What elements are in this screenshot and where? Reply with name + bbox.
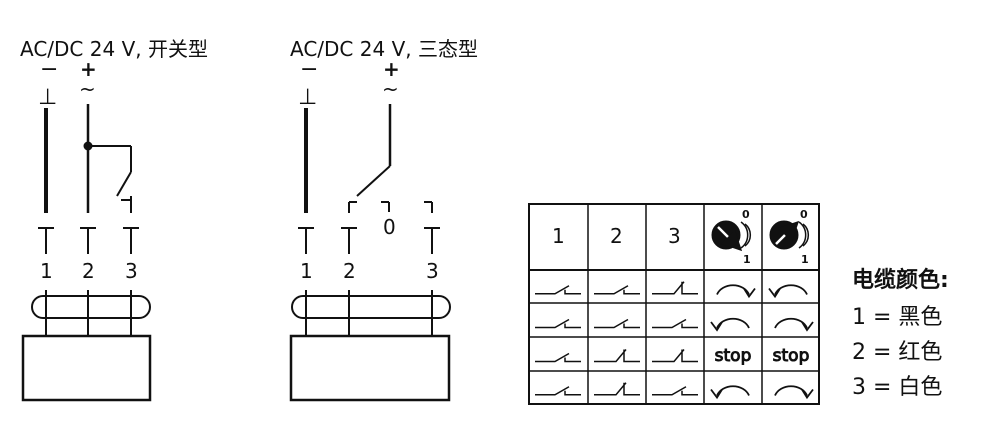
left-circuit: AC/DC 24 V, 开关型 − + ⊥ ~ 1 2 3 xyxy=(20,37,208,402)
contact-symbol xyxy=(535,386,581,396)
contact-symbol xyxy=(594,382,640,396)
svg-text:stop: stop xyxy=(773,346,810,366)
right-circuit-title: AC/DC 24 V, 三态型 xyxy=(290,37,478,61)
left-actuator-box xyxy=(21,334,152,402)
left-circuit-title: AC/DC 24 V, 开关型 xyxy=(20,37,208,61)
right-switch xyxy=(356,165,391,197)
contact-symbol xyxy=(652,348,698,363)
contact-symbol xyxy=(535,352,581,363)
svg-text:stop: stop xyxy=(715,346,752,366)
right-plus-label: + xyxy=(383,57,400,81)
contact-symbol xyxy=(594,318,640,329)
left-terminal-1: 1 xyxy=(40,259,53,283)
rotation-arrow-icon xyxy=(710,385,750,400)
legend-title: 电缆颜色: xyxy=(852,268,949,293)
table-header-2: 2 xyxy=(610,224,623,248)
legend-item-1: 1 = 黑色 xyxy=(852,305,943,330)
dial-cw-bottom-label: 1 xyxy=(801,253,809,266)
right-terminal-1: 1 xyxy=(300,259,313,283)
rotation-arrow-icon xyxy=(774,385,814,400)
right-middle-contact-label: 0 xyxy=(383,215,396,239)
right-ac-symbol: ~ xyxy=(382,77,399,101)
legend-item-3: 3 = 白色 xyxy=(852,375,943,400)
dial-cw-icon: 0 1 xyxy=(769,208,810,266)
dial-ccw-bottom-label: 1 xyxy=(743,253,751,266)
table-body: stop stop xyxy=(535,281,814,400)
right-minus-label: − xyxy=(300,57,318,82)
contact-symbol xyxy=(535,285,581,295)
table-header-1: 1 xyxy=(552,224,565,248)
left-switch xyxy=(116,171,132,197)
rotation-arrow-icon xyxy=(774,317,814,332)
left-cable-sleeve xyxy=(31,295,151,319)
dial-ccw-icon: 0 1 xyxy=(711,208,752,266)
table-header-3: 3 xyxy=(668,224,681,248)
rotation-arrow-icon xyxy=(768,284,808,299)
contact-symbol xyxy=(594,348,640,363)
stop-label: stop xyxy=(714,346,752,367)
contact-symbol xyxy=(652,318,698,329)
right-terminal-3: 3 xyxy=(426,259,439,283)
right-circuit: AC/DC 24 V, 三态型 − + ⊥ ~ 0 1 2 3 xyxy=(289,37,478,402)
rotation-arrow-icon xyxy=(710,317,750,332)
right-ground-symbol: ⊥ xyxy=(298,85,317,110)
cable-color-legend: 电缆颜色: 1 = 黑色 2 = 红色 3 = 白色 xyxy=(852,262,949,405)
right-actuator-box xyxy=(289,334,451,402)
left-terminal-3: 3 xyxy=(125,259,138,283)
left-ac-symbol: ~ xyxy=(79,77,96,101)
dial-ccw-top-label: 0 xyxy=(742,208,750,221)
switch-table: 1 2 3 0 1 0 1 stop stop xyxy=(528,203,820,405)
contact-symbol xyxy=(594,285,640,295)
left-minus-label: − xyxy=(40,57,58,82)
left-plus-label: + xyxy=(80,57,97,81)
right-terminal-2: 2 xyxy=(343,259,356,283)
left-terminal-2: 2 xyxy=(82,259,95,283)
stop-label: stop xyxy=(772,346,810,367)
rotation-arrow-icon xyxy=(716,284,756,299)
left-ground-symbol: ⊥ xyxy=(38,85,57,110)
legend-item-2: 2 = 红色 xyxy=(852,340,943,365)
contact-symbol xyxy=(535,318,581,329)
right-cable-sleeve xyxy=(291,295,451,319)
contact-symbol xyxy=(652,281,698,295)
dial-cw-top-label: 0 xyxy=(800,208,808,221)
contact-symbol xyxy=(652,386,698,396)
